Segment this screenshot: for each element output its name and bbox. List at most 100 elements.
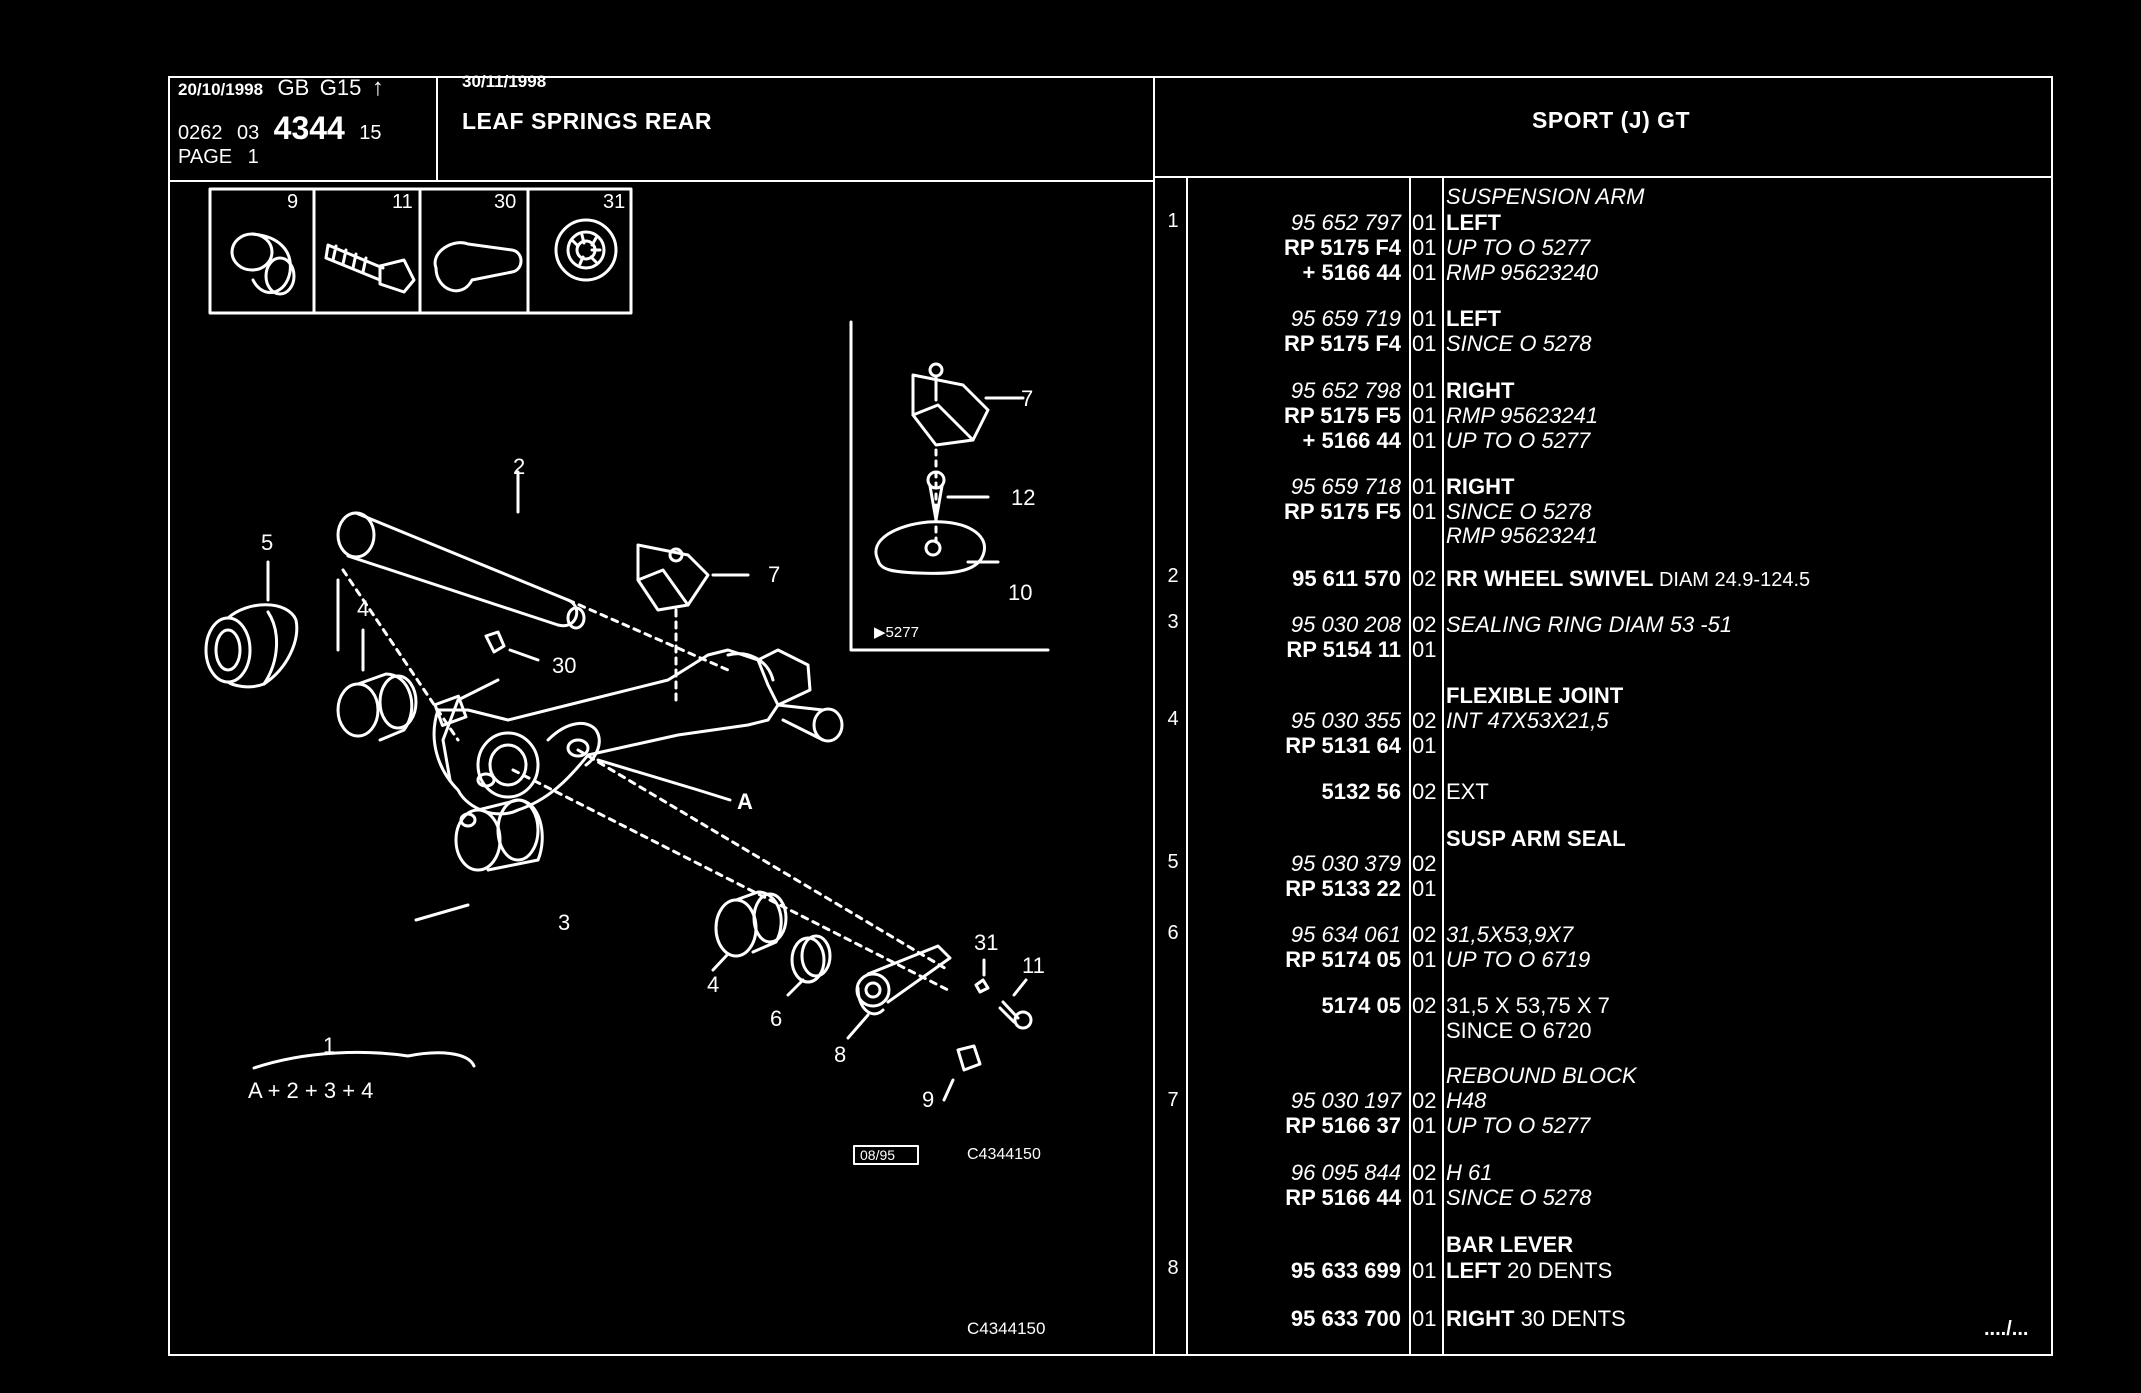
part-desc: H48 [1446, 1088, 1487, 1113]
part-ref: 95 652 797 [1290, 210, 1401, 235]
part-desc: 31,5X53,9X7 [1446, 922, 1574, 947]
part-qty: 02 [1412, 922, 1437, 947]
part-ref: RP 5175 F5 [1283, 499, 1401, 524]
part-desc: RIGHT [1446, 474, 1515, 499]
part-desc: LEFT [1446, 306, 1501, 331]
col-line-qty [1409, 176, 1411, 1356]
header-country: GB [277, 75, 310, 100]
callout-7: 7 [768, 562, 781, 587]
part-desc-extra: DIAM 24.9-124.5 [1653, 569, 1811, 591]
part-ref: + 5166 44 [1302, 260, 1401, 285]
part-desc-row: RIGHT 30 DENTS [1446, 1306, 1626, 1331]
inset-note: ▶5277 [874, 624, 919, 641]
part-ref: RP 5175 F4 [1283, 331, 1401, 356]
part-desc: RIGHT [1446, 378, 1515, 403]
part-desc: INT 47X53X21,5 [1446, 708, 1609, 733]
thumb-bolt-icon [324, 243, 385, 282]
page-title: LEAF SPRINGS REAR [462, 108, 713, 134]
item-number: 8 [1167, 1257, 1179, 1279]
part-desc: RMP 95623241 [1446, 523, 1599, 548]
part-desc: EXT [1446, 779, 1489, 804]
part-desc: H 61 [1446, 1160, 1493, 1185]
callout-31: 31 [974, 930, 999, 955]
part-ref: RP 5166 37 [1285, 1113, 1401, 1138]
item-number: 5 [1167, 851, 1179, 873]
part-ref: RP 5166 44 [1285, 1185, 1401, 1210]
inset-callout-7: 7 [1021, 386, 1034, 411]
part-qty: 01 [1412, 637, 1437, 662]
part-desc: LEFT [1446, 210, 1501, 235]
part-desc: SUSPENSION ARM [1446, 184, 1645, 209]
suspension-arm [336, 568, 950, 992]
part-qty: 01 [1412, 403, 1437, 428]
part-qty: 02 [1412, 993, 1437, 1018]
thumb-bush-icon [230, 232, 274, 272]
part-desc: UP TO O 5277 [1446, 1113, 1591, 1138]
part-5-ring [204, 560, 299, 689]
callout-9: 9 [922, 1087, 935, 1112]
header-arrow: ↑ [371, 74, 384, 101]
part-desc: RR WHEEL SWIVEL [1446, 566, 1654, 591]
item-number: 2 [1167, 565, 1179, 587]
continued-marker: ..../... [1984, 1318, 2029, 1340]
part-qty: 01 [1412, 306, 1437, 331]
part-desc: SINCE O 5278 [1446, 1185, 1592, 1210]
part-qty: 02 [1412, 1088, 1437, 1113]
part-desc: 31,5 X 53,75 X 7 [1446, 993, 1610, 1018]
part-desc-row: RR WHEEL SWIVEL DIAM 24.9-124.5 [1446, 566, 1810, 593]
thumbnail-strip [208, 187, 633, 315]
callout-11: 11 [1022, 953, 1045, 978]
part-qty: 02 [1412, 612, 1437, 637]
callout-6: 6 [770, 1006, 783, 1031]
thumb-label-11: 11 [392, 191, 413, 213]
callout-30: 30 [552, 653, 577, 678]
divider-vertical [1153, 76, 1155, 1356]
bottom-code: C4344150 [967, 1319, 1046, 1338]
part-qty: 01 [1412, 474, 1437, 499]
part-ref: RP 5174 05 [1285, 947, 1401, 972]
part-desc-row: LEFT 20 DENTS [1446, 1258, 1612, 1283]
callout-A: A [737, 789, 753, 814]
part-qty: 01 [1412, 378, 1437, 403]
part-9-bush [942, 1044, 982, 1102]
part-desc: RIGHT [1446, 1306, 1515, 1331]
header-code-block: 20/10/1998 GB G15 ↑ [178, 74, 384, 102]
part-desc: RMP 95623240 [1446, 260, 1599, 285]
col-line-ref [1186, 176, 1188, 1356]
part-qty: 01 [1412, 210, 1437, 235]
header-code-c: 15 [359, 122, 382, 144]
part-ref: 95 030 379 [1290, 851, 1401, 876]
item-number: 3 [1167, 611, 1179, 633]
callout-4-top: 4 [357, 596, 370, 621]
sheet-frame [168, 76, 2053, 1356]
part-ref: RP 5175 F5 [1283, 403, 1401, 428]
part-qty: 01 [1412, 499, 1437, 524]
part-desc-extra: 20 DENTS [1501, 1258, 1613, 1283]
part-qty: 01 [1412, 876, 1437, 901]
part-desc: SEALING RING DIAM 53 -51 [1446, 612, 1733, 637]
item-number: 6 [1167, 922, 1179, 944]
inset-callout-10: 10 [1008, 580, 1033, 605]
part-2-pin [336, 470, 586, 630]
date-box-text: 08/95 [860, 1147, 896, 1163]
part-desc: UP TO O 5277 [1446, 428, 1591, 453]
part-6-seal [786, 934, 832, 997]
header-group: G15 [319, 75, 362, 100]
part-qty: 01 [1412, 331, 1437, 356]
callout-5: 5 [261, 530, 274, 555]
model-title: SPORT (J) GT [1532, 107, 1691, 133]
header-date1: 20/10/1998 [178, 80, 264, 99]
part-ref: 5132 56 [1321, 779, 1401, 804]
part-qty: 01 [1412, 235, 1437, 260]
part-ref: RP 5133 22 [1285, 876, 1401, 901]
header-divider [436, 76, 438, 180]
thumb-washer-icon [554, 218, 618, 282]
part-qty: 01 [1412, 733, 1437, 758]
part-desc: SINCE O 5278 [1446, 499, 1592, 524]
header-date2: 30/11/1998 [462, 72, 547, 91]
part-desc: UP TO O 5277 [1446, 235, 1591, 260]
part-ref: 95 633 699 [1290, 1258, 1401, 1283]
part-qty: 02 [1412, 1160, 1437, 1185]
thumb-rivet-icon [433, 241, 523, 293]
part-7-block [636, 543, 750, 702]
